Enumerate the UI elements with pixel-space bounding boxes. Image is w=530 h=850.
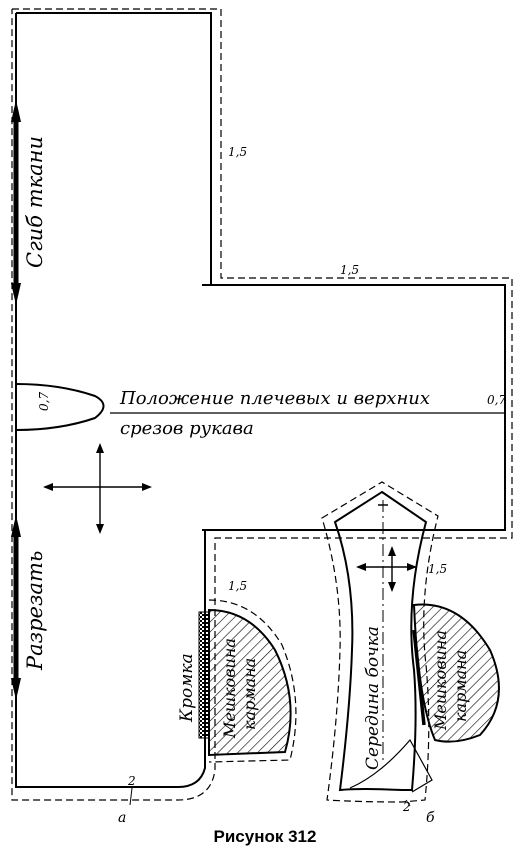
cut-label: Разрезать bbox=[23, 551, 47, 671]
pocket-bag-b bbox=[412, 603, 500, 743]
side-panel-center-label: Середина бочка bbox=[363, 626, 383, 770]
neck-opening bbox=[15, 383, 105, 431]
sub-label-b: б bbox=[426, 810, 435, 826]
dim-1-5-side: 1,5 bbox=[428, 562, 447, 576]
dim-0-7-right: 0,7 bbox=[487, 393, 506, 407]
dim-2-b: 2 bbox=[402, 800, 411, 814]
side-panel-piece bbox=[321, 481, 439, 803]
dim-1-5-lower: 1,5 bbox=[228, 579, 247, 593]
side-panel-outline bbox=[333, 490, 428, 792]
pocket-bag-a-label-2: кармана bbox=[240, 658, 259, 730]
selvedge-label: Кромка bbox=[177, 653, 197, 723]
grain-cross-arrow bbox=[43, 443, 152, 534]
dim-1-5-top: 1,5 bbox=[340, 263, 359, 277]
shoulder-label-line-2: срезов рукава bbox=[120, 418, 254, 439]
fold-label: Сгиб ткани bbox=[23, 136, 47, 268]
dim-2-a: 2 bbox=[127, 774, 136, 788]
figure-caption: Рисунок 312 bbox=[214, 827, 317, 846]
pocket-bag-b-label-2: кармана bbox=[451, 650, 470, 722]
dim-1-5-upper: 1,5 bbox=[228, 145, 247, 159]
pocket-bag-a-label-1: Мешковина bbox=[220, 638, 239, 739]
pocket-bag-b-label-1: Мешковина bbox=[431, 630, 450, 731]
sub-label-a: а bbox=[118, 810, 126, 826]
main-piece-seam-allowance bbox=[11, 8, 513, 801]
fold-arrow bbox=[11, 100, 21, 305]
shoulder-label-line-1: Положение плечевых и верхних bbox=[119, 388, 430, 409]
main-pattern-piece bbox=[11, 8, 513, 801]
cut-arrow bbox=[11, 515, 21, 700]
dim-0-7-left: 0,7 bbox=[37, 392, 51, 411]
selvedge-strip bbox=[198, 611, 210, 739]
pocket-bag-a bbox=[208, 608, 292, 757]
